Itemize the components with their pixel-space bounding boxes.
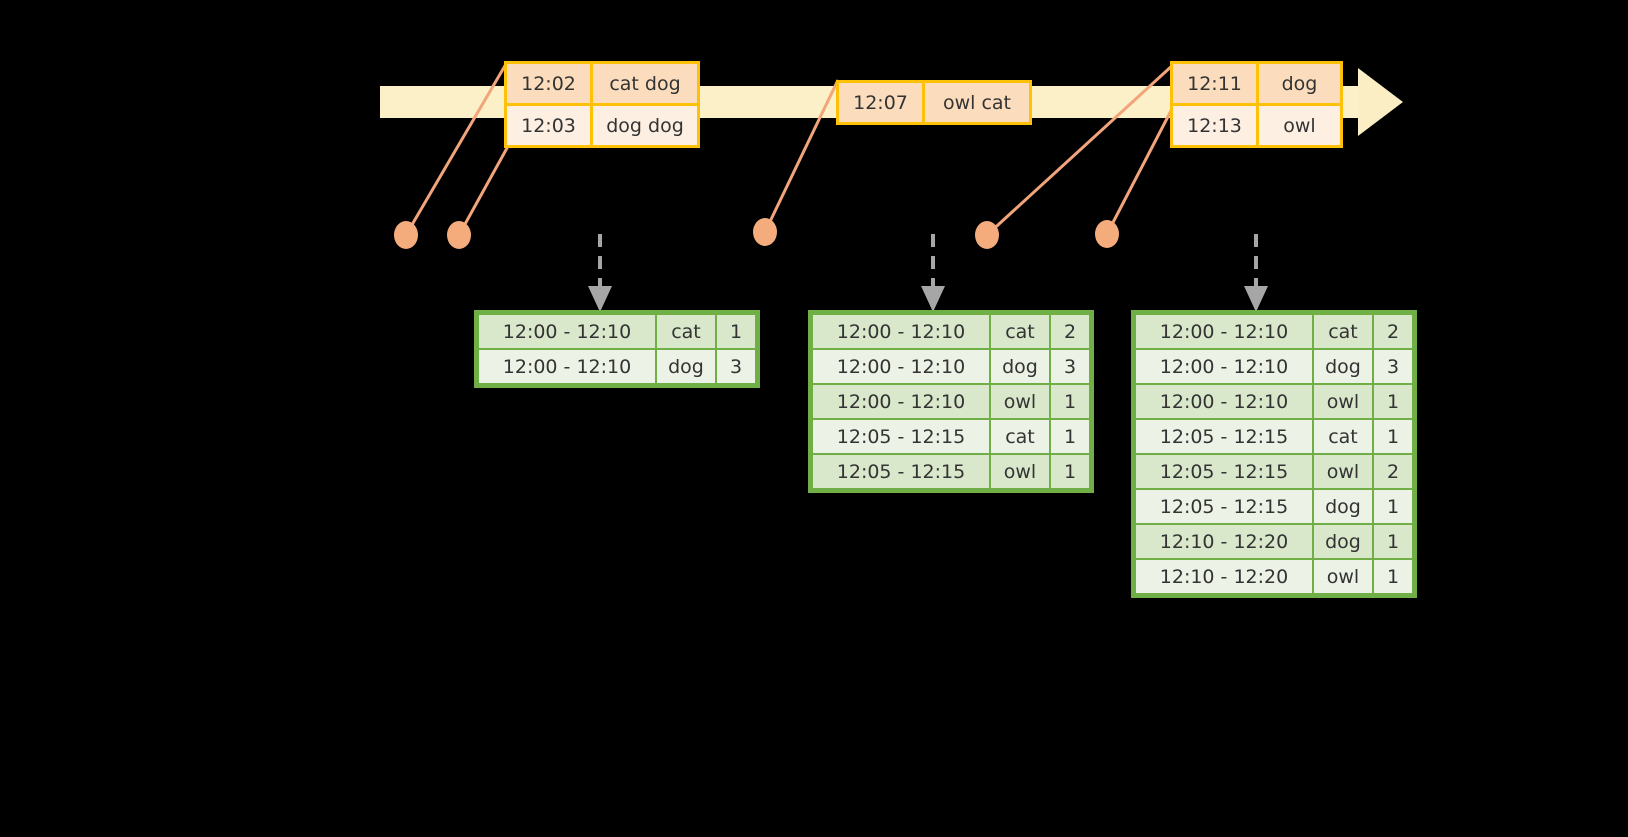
- event-group-3[interactable]: 12:11 dog 12:13 owl: [1170, 61, 1343, 148]
- event-group-2[interactable]: 12:07 owl cat: [836, 80, 1032, 125]
- event-words: owl cat: [925, 83, 1029, 122]
- connector-line-3: [763, 79, 840, 233]
- event-row[interactable]: 12:13 owl: [1173, 103, 1340, 145]
- event-group-1[interactable]: 12:02 cat dog 12:03 dog dog: [504, 61, 700, 148]
- cell-window: 12:00 - 12:10: [1136, 350, 1312, 383]
- stream-dot-5: [1095, 220, 1119, 248]
- cell-window: 12:00 - 12:10: [1136, 385, 1312, 418]
- event-time: 12:13: [1173, 106, 1259, 145]
- cell-window: 12:05 - 12:15: [1136, 455, 1312, 488]
- cell-animal: cat: [991, 315, 1049, 348]
- cell-count: 1: [1374, 560, 1412, 593]
- cell-count: 1: [1374, 385, 1412, 418]
- event-words: cat dog: [593, 64, 697, 103]
- cell-animal: dog: [1314, 525, 1372, 558]
- cell-animal: owl: [1314, 560, 1372, 593]
- cell-animal: owl: [991, 385, 1049, 418]
- cell-count: 1: [1374, 490, 1412, 523]
- cell-animal: owl: [1314, 455, 1372, 488]
- stream-dots: [394, 218, 1119, 249]
- cell-animal: cat: [1314, 315, 1372, 348]
- cell-window: 12:10 - 12:20: [1136, 525, 1312, 558]
- event-words: dog: [1259, 64, 1340, 103]
- cell-count: 1: [1374, 525, 1412, 558]
- stream-dot-4: [975, 221, 999, 249]
- cell-window: 12:10 - 12:20: [1136, 560, 1312, 593]
- cell-count: 1: [1374, 420, 1412, 453]
- event-row[interactable]: 12:11 dog: [1173, 64, 1340, 103]
- cell-count: 2: [1374, 315, 1412, 348]
- cell-count: 3: [717, 350, 755, 383]
- event-time: 12:03: [507, 106, 593, 145]
- cell-count: 1: [1051, 455, 1089, 488]
- event-time: 12:07: [839, 83, 925, 122]
- cell-animal: dog: [657, 350, 715, 383]
- connector-line-2: [457, 138, 514, 236]
- cell-count: 1: [1051, 420, 1089, 453]
- cell-animal: cat: [1314, 420, 1372, 453]
- cell-window: 12:00 - 12:10: [813, 350, 989, 383]
- cell-animal: owl: [1314, 385, 1372, 418]
- cell-count: 2: [1374, 455, 1412, 488]
- cell-count: 3: [1051, 350, 1089, 383]
- cell-animal: cat: [991, 420, 1049, 453]
- event-row[interactable]: 12:03 dog dog: [507, 103, 697, 145]
- emit-arrowhead-1: [588, 286, 612, 312]
- connector-line-5: [1105, 104, 1176, 235]
- cell-window: 12:00 - 12:10: [813, 315, 989, 348]
- cell-count: 1: [1051, 385, 1089, 418]
- stream-dot-2: [447, 221, 471, 249]
- emit-arrowhead-3: [1244, 286, 1268, 312]
- cell-animal: cat: [657, 315, 715, 348]
- cell-window: 12:05 - 12:15: [1136, 490, 1312, 523]
- event-row[interactable]: 12:07 owl cat: [839, 83, 1029, 122]
- event-words: dog dog: [593, 106, 697, 145]
- cell-count: 1: [717, 315, 755, 348]
- cell-count: 3: [1374, 350, 1412, 383]
- cell-window: 12:00 - 12:10: [479, 315, 655, 348]
- emit-arrows: [598, 234, 1258, 288]
- event-time: 12:11: [1173, 64, 1259, 103]
- emit-arrowheads: [588, 286, 1268, 312]
- cell-animal: dog: [1314, 490, 1372, 523]
- cell-animal: dog: [1314, 350, 1372, 383]
- cell-window: 12:00 - 12:10: [1136, 315, 1312, 348]
- cell-window: 12:05 - 12:15: [813, 420, 989, 453]
- stream-dot-3: [753, 218, 777, 246]
- event-words: owl: [1259, 106, 1340, 145]
- event-time: 12:02: [507, 64, 593, 103]
- cell-window: 12:05 - 12:15: [813, 455, 989, 488]
- event-row[interactable]: 12:02 cat dog: [507, 64, 697, 103]
- cell-window: 12:00 - 12:10: [813, 385, 989, 418]
- connector-line-1: [404, 63, 508, 236]
- emit-arrowhead-2: [921, 286, 945, 312]
- cell-count: 2: [1051, 315, 1089, 348]
- cell-animal: dog: [991, 350, 1049, 383]
- cell-window: 12:00 - 12:10: [479, 350, 655, 383]
- stream-dot-1: [394, 221, 418, 249]
- cell-window: 12:05 - 12:15: [1136, 420, 1312, 453]
- cell-animal: owl: [991, 455, 1049, 488]
